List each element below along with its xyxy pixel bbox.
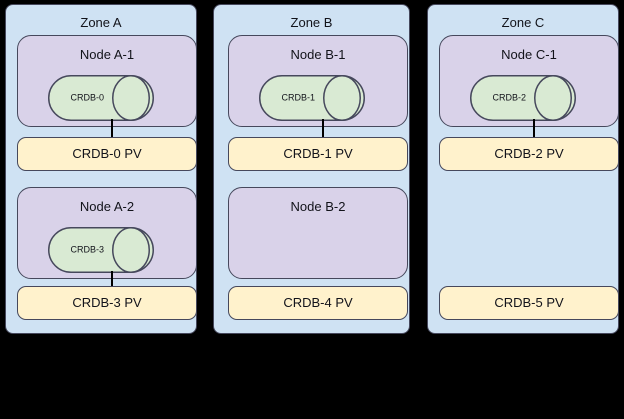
node-label: Node A-2 <box>79 199 135 214</box>
node-to-volume-connector <box>111 119 113 141</box>
database-cylinder-icon[interactable]: CRDB-1 <box>259 75 365 121</box>
node-label: Node C-1 <box>501 47 557 62</box>
persistent-volume-pv-crdb-4[interactable]: CRDB-4 PV <box>228 286 408 320</box>
node-to-volume-connector <box>533 119 535 141</box>
zone-label: Zone A <box>80 15 122 30</box>
database-cylinder-icon[interactable]: CRDB-0 <box>48 75 154 121</box>
database-cylinder-icon[interactable]: CRDB-3 <box>48 227 154 273</box>
node-label: Node A-1 <box>79 47 135 62</box>
zone-label: Zone B <box>290 15 333 30</box>
persistent-volume-pv-crdb-5[interactable]: CRDB-5 PV <box>439 286 619 320</box>
persistent-volume-pv-crdb-2[interactable]: CRDB-2 PV <box>439 137 619 171</box>
persistent-volume-label: CRDB-1 PV <box>283 146 353 161</box>
node-to-volume-connector <box>111 271 113 293</box>
persistent-volume-label: CRDB-4 PV <box>283 295 353 310</box>
persistent-volume-label: CRDB-0 PV <box>72 146 142 161</box>
persistent-volume-pv-crdb-0[interactable]: CRDB-0 PV <box>17 137 197 171</box>
zone-label: Zone C <box>501 15 545 30</box>
persistent-volume-label: CRDB-2 PV <box>494 146 564 161</box>
database-cylinder-icon[interactable]: CRDB-2 <box>470 75 576 121</box>
persistent-volume-label: CRDB-3 PV <box>72 295 142 310</box>
node-label: Node B-2 <box>290 199 346 214</box>
node-box-node-b-2[interactable]: Node B-2 <box>228 187 408 279</box>
node-to-volume-connector <box>322 119 324 141</box>
node-label: Node B-1 <box>290 47 346 62</box>
persistent-volume-pv-crdb-1[interactable]: CRDB-1 PV <box>228 137 408 171</box>
persistent-volume-label: CRDB-5 PV <box>494 295 564 310</box>
persistent-volume-pv-crdb-3[interactable]: CRDB-3 PV <box>17 286 197 320</box>
